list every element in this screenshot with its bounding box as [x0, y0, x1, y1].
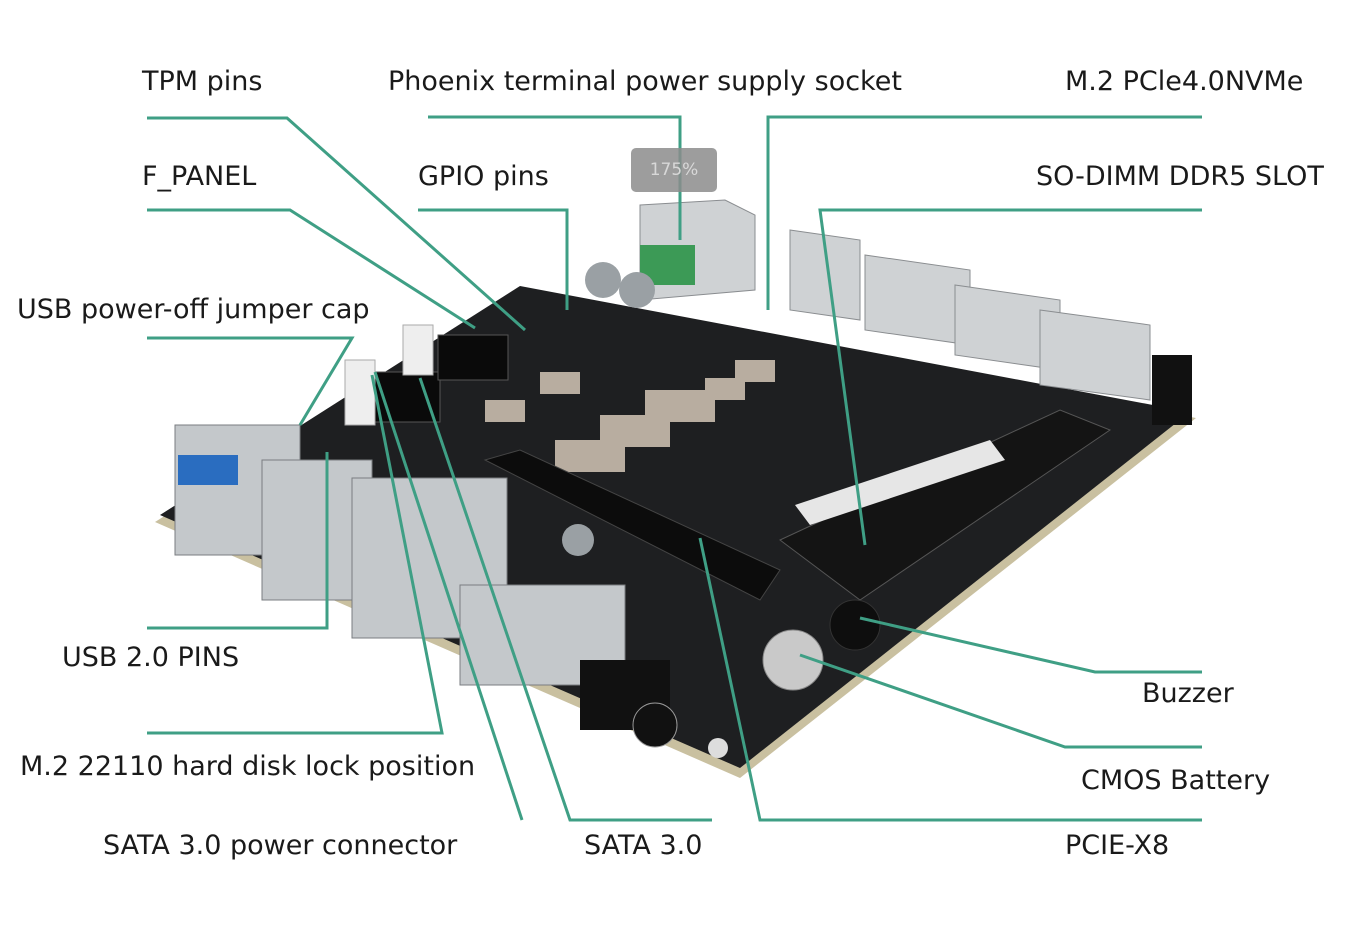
label-m2-pcie: M.2 PCle4.0NVMe: [1065, 66, 1304, 97]
label-cmos-battery: CMOS Battery: [1081, 765, 1271, 796]
leader-f-panel: [147, 208, 476, 330]
capacitor: [562, 524, 594, 556]
leader-phoenix: [428, 115, 682, 240]
leader-m2-pcie: [766, 115, 1202, 310]
zoom-level-badge: 175%: [631, 148, 717, 192]
leader-buzzer: [859, 616, 1202, 674]
label-tpm-pins: TPM pins: [142, 66, 263, 97]
label-pcie: PCIE-X8: [1065, 830, 1170, 861]
label-sodimm-slot: SO-DIMM DDR5 SLOT: [1036, 161, 1324, 192]
sata-power-connector: [402, 324, 434, 376]
sata-power-connector: [344, 359, 376, 426]
ethernet-ports: [639, 199, 1151, 401]
label-buzzer: Buzzer: [1142, 678, 1234, 709]
capacitor: [619, 272, 655, 308]
leader-gpio: [418, 208, 569, 310]
leader-sodimm: [818, 208, 1202, 546]
leader-sata-power: [373, 371, 524, 821]
chokes: [485, 360, 775, 472]
label-sata-power: SATA 3.0 power connector: [103, 830, 458, 861]
leader-usb2: [147, 452, 329, 630]
leader-pcie: [698, 537, 1202, 822]
front-io-ports: [174, 424, 626, 686]
capacitor: [585, 262, 621, 298]
leader-m2-lock: [147, 374, 444, 735]
label-gpio-pins: GPIO pins: [418, 161, 549, 192]
header-right: [1152, 355, 1192, 425]
label-sata: SATA 3.0: [584, 830, 703, 861]
label-m2-lock: M.2 22110 hard disk lock position: [20, 751, 476, 782]
memory-label: [795, 440, 1005, 525]
cmos-battery: [762, 629, 824, 691]
label-usb2-pins: USB 2.0 PINS: [62, 642, 240, 673]
label-usb-jumper: USB power-off jumper cap: [17, 294, 370, 325]
leader-cmos: [799, 653, 1202, 749]
sata-connector: [437, 334, 509, 381]
usb3-port: [178, 455, 238, 485]
leader-lines: [147, 115, 1202, 822]
label-phoenix-socket: Phoenix terminal power supply socket: [388, 66, 902, 97]
leader-sata: [418, 377, 712, 822]
label-f-panel: F_PANEL: [142, 161, 257, 192]
leader-usb-jumper: [147, 336, 355, 426]
mount-hole: [708, 738, 728, 758]
buzzer: [829, 599, 881, 651]
leader-tpm: [147, 116, 526, 332]
power-button: [632, 702, 678, 748]
